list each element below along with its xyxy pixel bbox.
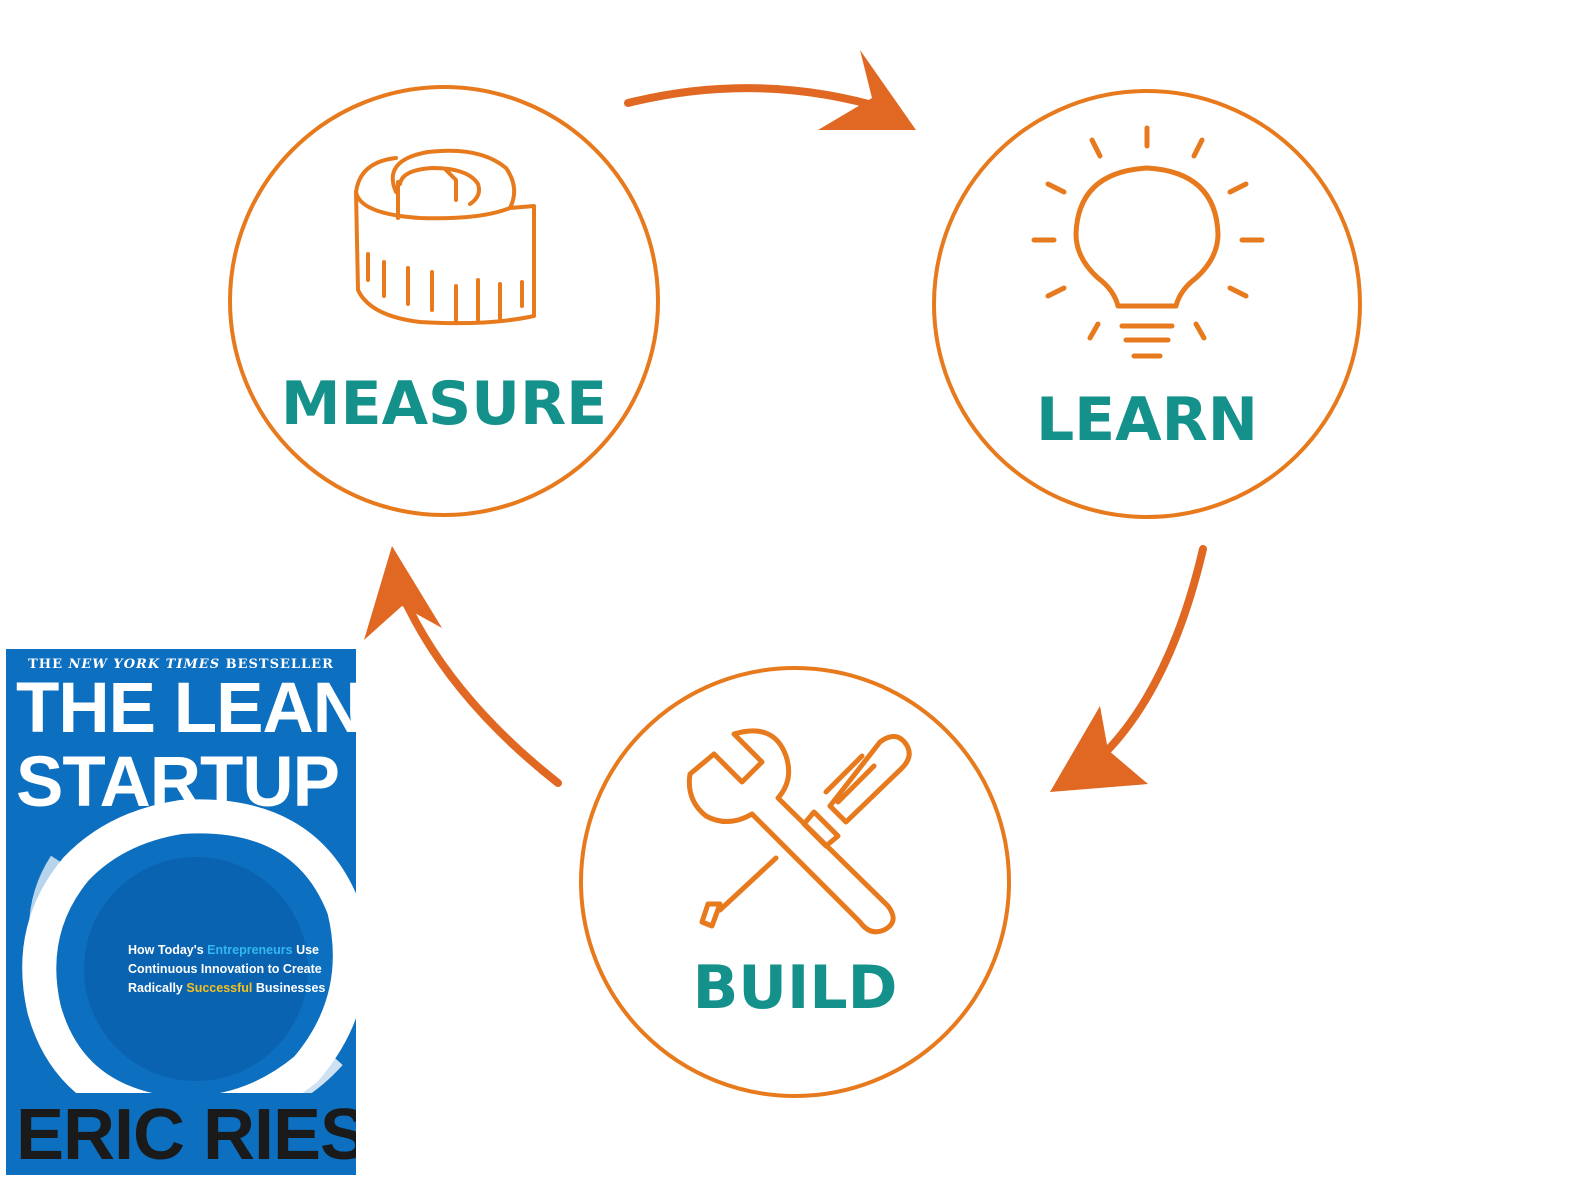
measure-label: MEASURE — [281, 369, 607, 439]
book-title-line1: THE LEAN — [16, 669, 356, 748]
book-subtitle: How Today's Entrepreneurs Use Continuous… — [128, 943, 326, 995]
learn-label: LEARN — [1036, 385, 1258, 455]
book-author: ERIC RIES — [16, 1095, 356, 1175]
lightbulb-icon — [1031, 125, 1265, 359]
learn-node: LEARN — [932, 89, 1362, 519]
brush-circle-graphic — [6, 799, 356, 1175]
book-tagline: THE NEW YORK TIMES BESTSELLER — [28, 657, 334, 672]
arrow-learn-to-build-head — [1050, 706, 1148, 792]
build-node: BUILD — [579, 666, 1011, 1098]
arrow-learn-to-build — [1096, 545, 1207, 762]
tape-measure-icon — [354, 148, 536, 326]
arrow-measure-to-learn — [624, 84, 894, 114]
measure-node: MEASURE — [228, 85, 660, 517]
build-label: BUILD — [693, 953, 898, 1023]
arrow-build-to-measure-head — [364, 546, 442, 640]
wrench-screwdriver-icon — [686, 728, 912, 935]
arrow-measure-to-learn-head — [818, 50, 916, 130]
book-title-line2: STARTUP — [16, 743, 340, 822]
book-cover: THE NEW YORK TIMES BESTSELLER THE LEAN S… — [6, 649, 356, 1175]
